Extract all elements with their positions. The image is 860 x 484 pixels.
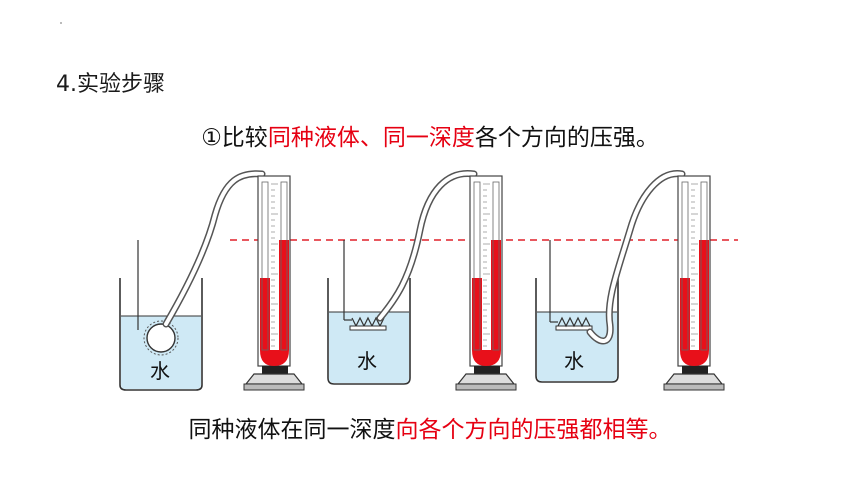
setup-2: 水 [327, 170, 517, 391]
corner-dot [60, 22, 62, 24]
manometer-3 [663, 175, 725, 391]
section-title: 4.实验步骤 [56, 66, 165, 98]
conclusion-prefix: 同种液体在同一深度 [188, 417, 396, 443]
step-heading-highlight: 同种液体、同一深度 [267, 125, 475, 151]
beaker-1 [119, 278, 203, 391]
water-label-1: 水 [150, 359, 170, 383]
probe-2 [351, 316, 385, 328]
setup-1: 水 [119, 170, 305, 391]
step-heading: ①比较同种液体、同一深度各个方向的压强。 [0, 118, 860, 152]
probe-3 [557, 316, 591, 328]
section-title-text: 4.实验步骤 [56, 72, 165, 97]
beaker-3 [535, 278, 619, 383]
water-label-2: 水 [357, 349, 377, 373]
manometer-2 [455, 175, 517, 391]
step-heading-prefix: ①比较 [201, 125, 268, 151]
scale-ticks [271, 183, 698, 347]
water-2 [329, 312, 409, 383]
manometer-1 [243, 175, 305, 391]
setup-3: 水 [535, 170, 725, 391]
conclusion-highlight: 向各个方向的压强都相等。 [395, 417, 672, 443]
step-heading-suffix: 各个方向的压强。 [474, 125, 659, 151]
conclusion: 同种液体在同一深度向各个方向的压强都相等。 [0, 410, 860, 444]
probe-1 [146, 323, 176, 353]
beaker-2 [327, 278, 411, 385]
water-label-3: 水 [564, 349, 584, 373]
